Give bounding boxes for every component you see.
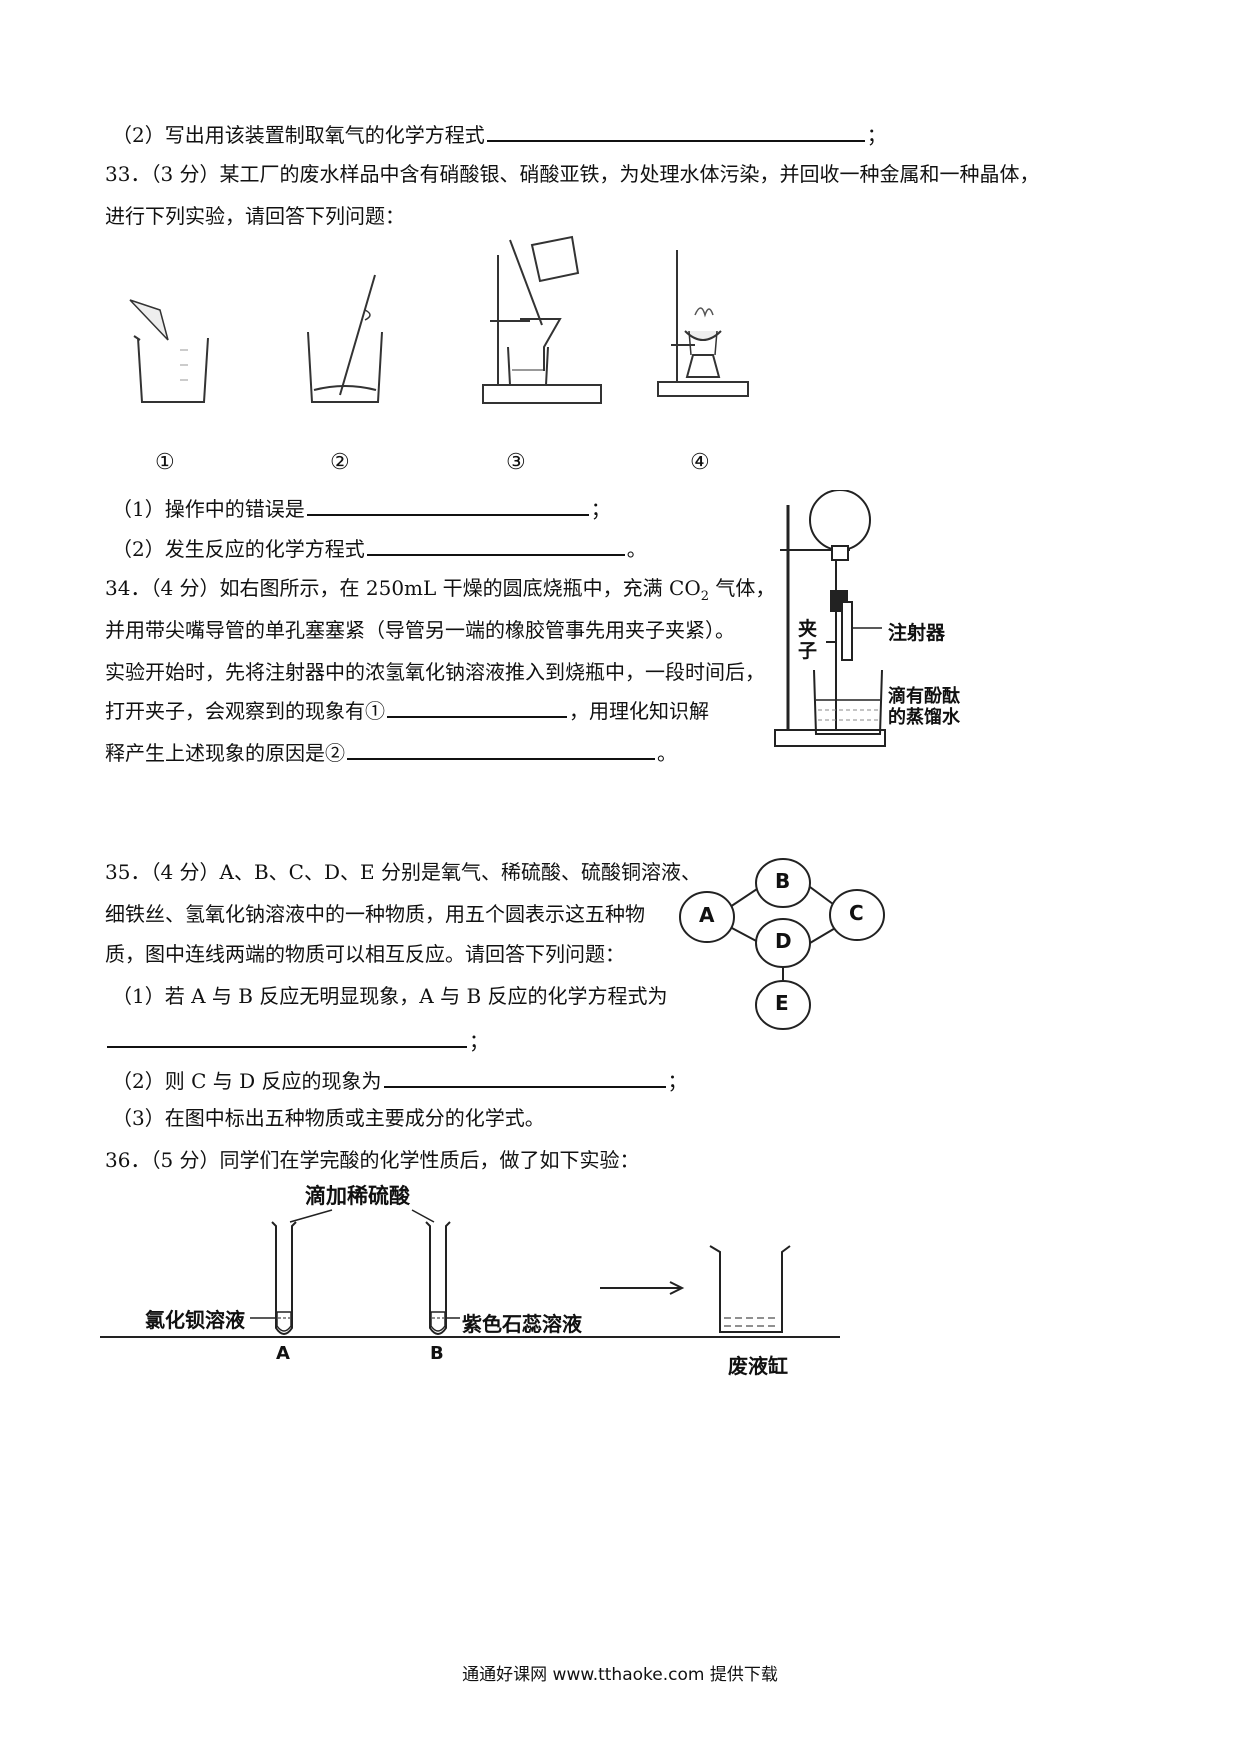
q33-step2-stirring-figure — [300, 270, 400, 410]
barium-chloride-label: 氯化钡溶液 — [145, 1308, 245, 1332]
q35-relationship-diagram: A B C D E — [675, 855, 890, 1035]
q35-line1: 35．（4 分）A、B、C、D、E 分别是氧气、稀硫酸、硫酸铜溶液、 — [105, 860, 701, 884]
q35-part2: （2）则 C 与 D 反应的现象为； — [112, 1064, 688, 1095]
answer-blank[interactable] — [486, 118, 865, 142]
q35-part1: （1）若 A 与 B 反应无明显现象，A 与 B 反应的化学方程式为 — [112, 984, 668, 1008]
litmus-label: 紫色石蕊溶液 — [462, 1312, 582, 1336]
q34-line1: 34．（4 分）如右图所示，在 250mL 干燥的圆底烧瓶中，充满 CO2 气体… — [105, 576, 776, 604]
q33-part1: （1）操作中的错误是； — [112, 492, 611, 523]
step-label-4: ④ — [690, 450, 710, 475]
tube-b-label: B — [430, 1343, 444, 1364]
q33-stem-line1: 33．（3 分）某工厂的废水样品中含有硝酸银、硝酸亚铁，为处理水体污染，并回收一… — [105, 162, 1040, 186]
answer-blank[interactable] — [347, 736, 655, 760]
node-b: B — [775, 869, 791, 893]
node-a: A — [699, 903, 715, 927]
answer-blank[interactable] — [366, 532, 625, 556]
answer-blank[interactable] — [107, 1024, 467, 1048]
q34-line2: 并用带尖嘴导管的单孔塞塞紧（导管另一端的橡胶管事先用夹子夹紧）。 — [105, 618, 735, 642]
node-c: C — [849, 901, 864, 925]
answer-blank[interactable] — [387, 694, 567, 718]
answer-blank[interactable] — [306, 492, 589, 516]
node-e: E — [775, 991, 789, 1015]
q35-line3: 质，图中连线两端的物质可以相互反应。请回答下列问题： — [105, 942, 625, 966]
page-footer: 通通好课网 www.tthaoke.com 提供下载 — [462, 1665, 778, 1685]
q35-line2: 细铁丝、氢氧化钠溶液中的一种物质，用五个圆表示这五种物 — [105, 902, 645, 926]
q33-step3-filtration-figure — [480, 235, 610, 410]
waste-tank-label: 废液缸 — [728, 1354, 788, 1378]
node-d: D — [775, 929, 792, 953]
q36-experiment-figure: 滴加稀硫酸 氯化钡溶液 紫色石蕊溶液 A B 废液缸 — [100, 1180, 860, 1390]
q34-line3: 实验开始时，先将注射器中的浓氢氧化钠溶液推入到烧瓶中，一段时间后， — [105, 660, 765, 684]
water-label: 滴有酚酞 的蒸馏水 — [888, 686, 960, 728]
q34-line5: 释产生上述现象的原因是②。 — [105, 736, 677, 767]
q35-part3: （3）在图中标出五种物质或主要成分的化学式。 — [112, 1106, 545, 1130]
q36-stem: 36．（5 分）同学们在学完酸的化学性质后，做了如下实验： — [105, 1148, 640, 1172]
clamp-label: 夹 子 — [798, 618, 818, 662]
q33-step4-evaporation-figure — [655, 245, 755, 410]
q32-part2: （2）写出用该装置制取氧气的化学方程式； — [112, 118, 887, 149]
dropping-acid-label: 滴加稀硫酸 — [305, 1184, 410, 1208]
syringe-label: 注射器 — [888, 622, 946, 644]
step-label-3: ③ — [506, 450, 526, 475]
q33-stem-line2: 进行下列实验，请回答下列问题： — [105, 204, 405, 228]
step-label-1: ① — [155, 450, 175, 475]
q34-apparatus-figure: 夹 子 注射器 滴有酚酞 的蒸馏水 — [770, 490, 990, 760]
q34-line4: 打开夹子，会观察到的现象有①，用理化知识解 — [105, 694, 709, 725]
step-label-2: ② — [330, 450, 350, 475]
answer-blank[interactable] — [383, 1064, 666, 1088]
tube-a-label: A — [276, 1343, 290, 1364]
q35-part1-blank-line: ； — [105, 1024, 489, 1055]
q33-step1-beaker-figure — [120, 290, 220, 410]
q33-part2: （2）发生反应的化学方程式。 — [112, 532, 647, 563]
